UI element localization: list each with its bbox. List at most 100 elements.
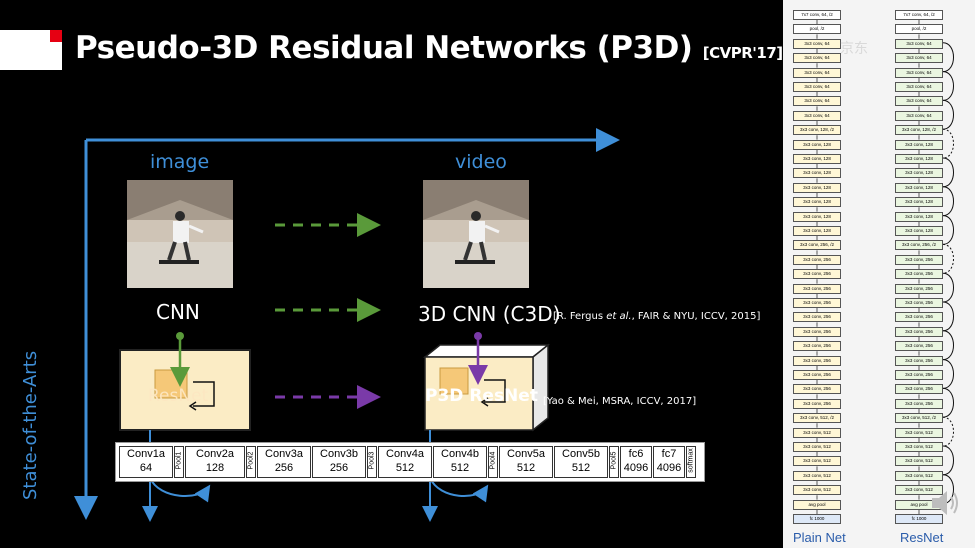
video-label: video — [455, 151, 507, 173]
plain-net-layer: 3x3 conv, 256 — [793, 312, 841, 323]
resnet-label: ResNet — [148, 386, 209, 406]
plain-net-layer: 3x3 conv, 128 — [793, 154, 841, 164]
resnet-layer: 3x3 conv, 64 — [895, 110, 943, 121]
plain-net-layer: 3x3 conv, 64 — [793, 53, 841, 64]
plain-net-layer: 3x3 conv, 512, /2 — [793, 413, 841, 424]
skateboarder-video-frame — [423, 180, 529, 288]
plain-net-layer: 3x3 conv, 64 — [793, 38, 841, 49]
layer-size: 256 — [274, 462, 294, 474]
layer-fc6: fc6 4096 — [620, 446, 652, 478]
image-thumbnail — [127, 180, 233, 288]
shortcut-connection — [942, 330, 954, 361]
video-thumbnail — [423, 180, 529, 288]
resnet-layer: 3x3 conv, 64 — [895, 96, 943, 107]
shortcut-connection — [942, 99, 954, 130]
plain-net-layer: 3x3 conv, 256 — [793, 398, 841, 409]
shortcut-connection — [942, 416, 954, 447]
c3d-reference: [R. Fergus et al., FAIR & NYU, ICCV, 201… — [553, 311, 761, 322]
speaker-icon[interactable] — [928, 486, 960, 524]
layer-name: fc6 — [628, 448, 644, 460]
c3d-label: 3D CNN (C3D) — [418, 302, 561, 326]
p3d-reference: [Yao & Mei, MSRA, ICCV, 2017] — [543, 396, 697, 407]
resnet-layer: 7x7 conv, 64, /2 — [895, 10, 943, 20]
architecture-diagram — [816, 20, 954, 514]
cnn-label: CNN — [156, 300, 200, 324]
layer-size: 512 — [516, 462, 536, 474]
plain-net-layer: 3x3 conv, 512 — [793, 427, 841, 438]
plain-net-layer: 3x3 conv, 512 — [793, 456, 841, 467]
resnet-layer: 3x3 conv, 64 — [895, 38, 943, 49]
resnet-layer: 3x3 conv, 256 — [895, 370, 943, 380]
resnet-layer: 3x3 conv, 128 — [895, 197, 943, 208]
pool-pool3: Pool3 — [367, 446, 377, 478]
diagram-canvas — [74, 128, 620, 522]
resnet-layer: 3x3 conv, 256 — [895, 312, 943, 323]
shortcut-connection — [942, 445, 954, 476]
resnet-layer: 3x3 conv, 256 — [895, 269, 943, 280]
layer-size: 512 — [450, 462, 470, 474]
layer-name: Conv1a — [127, 448, 165, 460]
plain-net-layer: 3x3 conv, 256 — [793, 326, 841, 337]
skateboarder-image — [127, 180, 233, 288]
resnet-layer: 3x3 conv, 64 — [895, 53, 943, 64]
layer-conv4b: Conv4b 512 — [433, 446, 487, 478]
shortcut-connection — [942, 42, 954, 73]
layer-size: 512 — [571, 462, 591, 474]
shortcut-connection — [942, 387, 954, 418]
resnet-caption: ResNet — [900, 530, 944, 545]
resnet-layer: 3x3 conv, 128 — [895, 154, 943, 164]
plain-net-layer: 3x3 conv, 256, /2 — [793, 240, 841, 251]
resnet-skip-connection — [193, 381, 215, 407]
plain-net-layer: 3x3 conv, 512 — [793, 485, 841, 496]
resnet-layer: 3x3 conv, 256 — [895, 341, 943, 352]
plain-net-layer: 3x3 conv, 256 — [793, 283, 841, 294]
resnet-layer: fc 1000 — [895, 514, 943, 524]
pool-pool2: Pool2 — [246, 446, 256, 478]
shortcut-connection — [942, 186, 954, 217]
resnet-layer: 3x3 conv, 128 — [895, 211, 943, 222]
resnet-layer: 3x3 conv, 128 — [895, 182, 943, 193]
resnet-layer: 3x3 conv, 256 — [895, 326, 943, 337]
axis-label: State-of-the-Arts — [20, 350, 41, 500]
plain-net-layer: 3x3 conv, 128 — [793, 211, 841, 222]
resnet-layer: 3x3 conv, 256 — [895, 355, 943, 366]
resnet-layer: 3x3 conv, 128 — [895, 168, 943, 179]
image-label: image — [150, 151, 210, 173]
plain-net-layer: 3x3 conv, 256 — [793, 355, 841, 366]
layer-size: 128 — [205, 462, 225, 474]
plain-net-layer: 3x3 conv, 256 — [793, 269, 841, 280]
plain-net-layer: 3x3 conv, 128 — [793, 139, 841, 150]
resnet-layer: 3x3 conv, 128, /2 — [895, 125, 943, 136]
resnet-layer: 3x3 conv, 512 — [895, 442, 943, 452]
plain-net-layer: 3x3 conv, 128 — [793, 182, 841, 193]
resnet-layer: 3x3 conv, 64 — [895, 82, 943, 92]
resnet-layer: 3x3 conv, 256 — [895, 283, 943, 294]
shortcut-connection — [942, 157, 954, 188]
plain-net-caption: Plain Net — [793, 530, 846, 545]
layer-size: 4096 — [623, 462, 649, 474]
plain-net-layer: pool, /2 — [793, 24, 841, 35]
plain-net-layer: 3x3 conv, 128 — [793, 168, 841, 179]
plain-net-layer: 3x3 conv, 64 — [793, 96, 841, 107]
layer-size: 64 — [139, 462, 153, 474]
shortcut-connection — [942, 243, 954, 274]
shortcut-connection — [942, 71, 954, 101]
layer-name: Conv4b — [441, 448, 479, 460]
pool-pool4: Pool4 — [488, 446, 498, 478]
plain-net-layer: 3x3 conv, 64 — [793, 82, 841, 92]
logo-accent — [50, 30, 62, 42]
shortcut-connection — [942, 215, 954, 245]
plain-net-layer: 3x3 conv, 128, /2 — [793, 125, 841, 136]
plain-net-layer: 3x3 conv, 64 — [793, 110, 841, 121]
plain-net-layer: 7x7 conv, 64, /2 — [793, 10, 841, 20]
resnet-layer: 3x3 conv, 64 — [895, 67, 943, 78]
watermark-text: 京东 — [840, 41, 868, 57]
resnet-layer: 3x3 conv, 256, /2 — [895, 240, 943, 251]
resnet-layer: 3x3 conv, 512 — [895, 456, 943, 467]
shortcut-connection — [942, 128, 954, 159]
